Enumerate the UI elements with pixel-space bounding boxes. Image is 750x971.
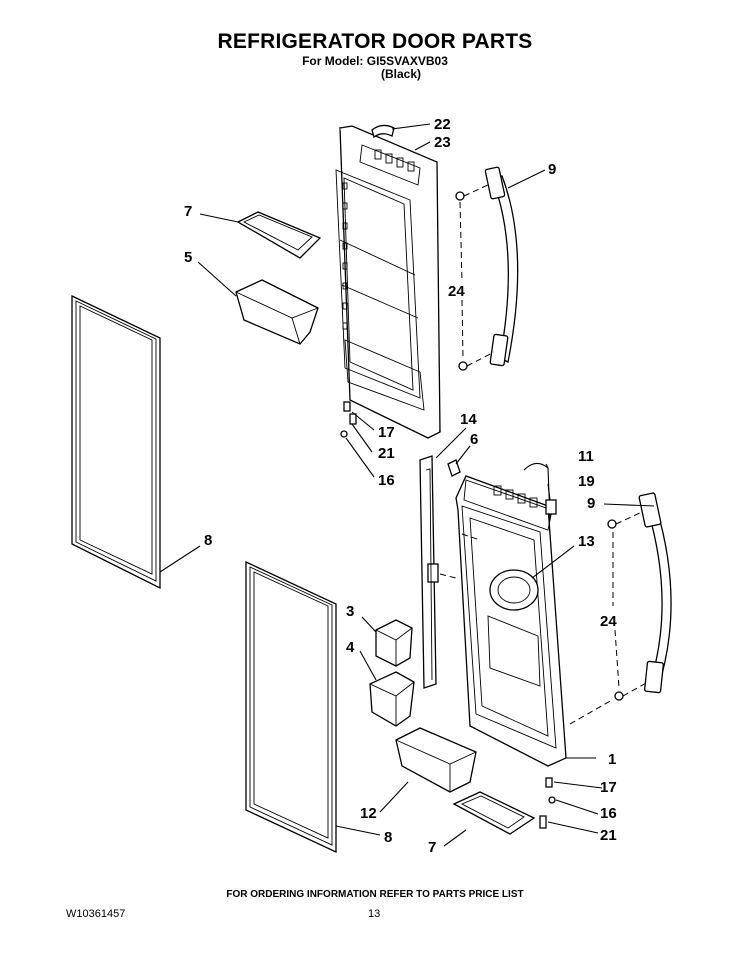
page-number: 13 — [368, 908, 381, 920]
part-5-bin — [235, 279, 319, 345]
upper-hinge-hardware — [340, 401, 357, 438]
part-3-bin — [375, 619, 413, 667]
callout-23: 23 — [434, 134, 451, 151]
leader-lines — [159, 123, 655, 847]
callout-7-upper: 7 — [184, 203, 192, 220]
part-22-cap — [371, 124, 395, 139]
upper-door-assembly — [335, 124, 441, 439]
callout-11: 11 — [578, 448, 594, 465]
part-4-bin — [369, 671, 415, 727]
part-7-upper-shelf — [236, 211, 322, 259]
callout-19: 19 — [578, 473, 595, 490]
part-8-gasket-lower — [245, 560, 337, 854]
callout-5: 5 — [184, 249, 192, 266]
callout-8-lower: 8 — [384, 829, 392, 846]
upper-handle — [455, 166, 519, 371]
lower-hinge-hardware — [539, 777, 556, 829]
callout-17-lower: 17 — [600, 779, 617, 796]
dashed-leaders-24 — [439, 183, 649, 725]
callout-14: 14 — [460, 411, 477, 428]
part-12-bin — [395, 727, 477, 793]
callout-1: 1 — [608, 751, 616, 768]
callout-12: 12 — [360, 805, 377, 822]
callout-16-lower: 16 — [600, 805, 617, 822]
callout-9-upper: 9 — [548, 161, 556, 178]
lower-handle — [607, 492, 672, 701]
callout-17-upper: 17 — [378, 424, 395, 441]
callout-16-upper: 16 — [378, 472, 395, 489]
callout-numbers: 22 23 9 7 5 24 17 21 16 14 6 11 19 9 13 … — [184, 116, 617, 856]
part-14-mullion — [419, 455, 439, 689]
page-title: REFRIGERATOR DOOR PARTS — [217, 30, 533, 53]
lower-door-assembly — [455, 462, 567, 767]
callout-24-upper: 24 — [448, 283, 465, 300]
document-number: W10361457 — [66, 908, 126, 920]
callout-13: 13 — [578, 533, 595, 550]
callout-21-lower: 21 — [600, 827, 617, 844]
callout-4: 4 — [346, 639, 355, 656]
part-6-screw — [447, 459, 461, 477]
callout-22: 22 — [434, 116, 451, 133]
callout-6: 6 — [470, 431, 478, 448]
callout-21-upper: 21 — [378, 445, 395, 462]
callout-3: 3 — [346, 603, 354, 620]
model-line: For Model: GI5SVAXVB03 — [302, 54, 448, 68]
color-line: (Black) — [380, 67, 421, 81]
callout-9-lower: 9 — [587, 495, 595, 512]
callout-7-lower: 7 — [428, 839, 436, 856]
part-8-gasket-left — [71, 294, 161, 590]
callout-24-lower: 24 — [600, 613, 617, 630]
part-7-lower-shelf — [452, 791, 536, 835]
callout-8-upper: 8 — [204, 532, 212, 549]
ordering-note: FOR ORDERING INFORMATION REFER TO PARTS … — [226, 889, 524, 900]
